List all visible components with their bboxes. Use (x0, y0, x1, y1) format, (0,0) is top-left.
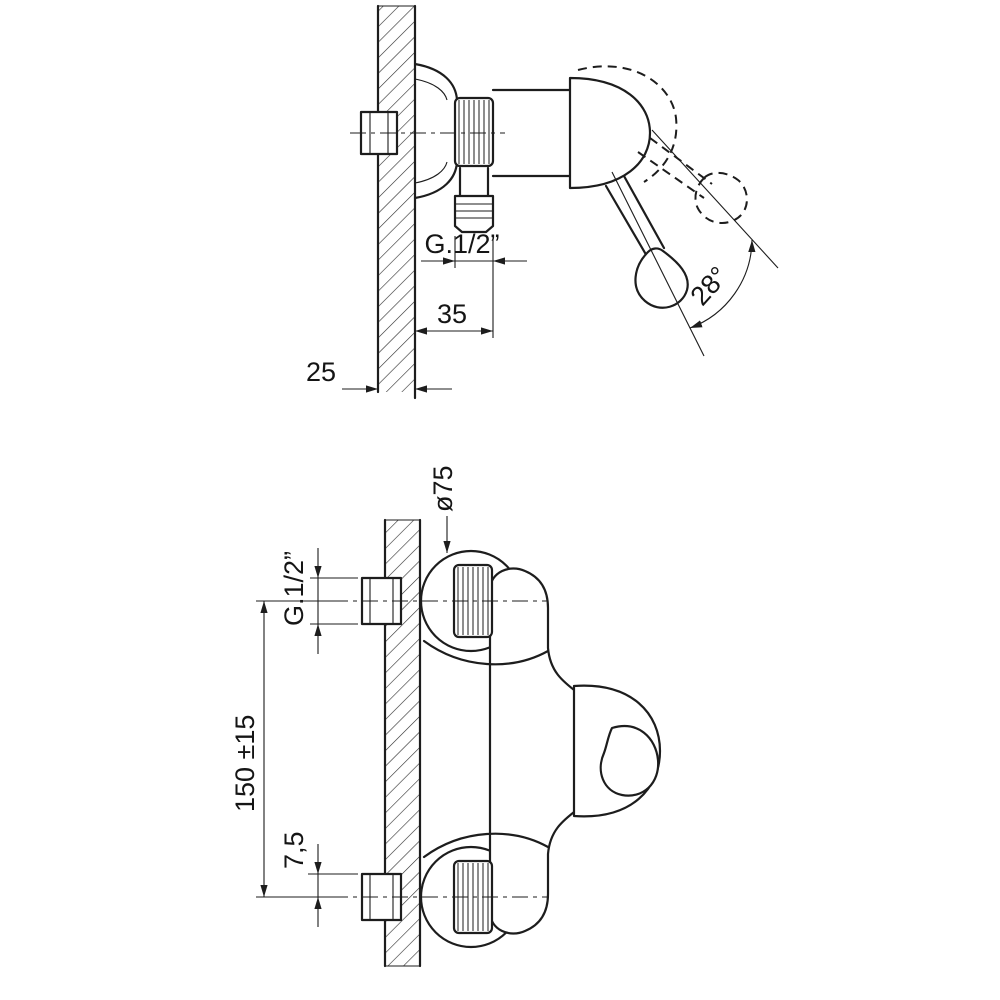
escutcheon-side (413, 62, 459, 200)
body-side (491, 88, 572, 178)
dim-label-diameter-75: ø75 (428, 465, 458, 512)
dim-label-outlet-thread: G.1/2” (424, 229, 499, 259)
bell-curve-bottom (422, 832, 550, 859)
bell-curve-top (422, 639, 550, 666)
body-front (488, 567, 580, 935)
dim-label-offset-7-5: 7,5 (279, 831, 309, 869)
lever-handle-side (604, 174, 666, 260)
wall-section-side (376, 4, 417, 400)
dim-label-centers-150: 150 ±15 (230, 715, 260, 812)
cartridge-dome-side (568, 76, 652, 190)
dimensions-side: G.1/2” 35 25 28° (306, 129, 779, 393)
handle-knob-front (599, 725, 660, 797)
side-view: G.1/2” 35 25 28° (306, 4, 779, 400)
handle-knob-side (634, 247, 689, 309)
dim-label-depth-35: 35 (437, 299, 467, 329)
dimensions-front: ø75 G.1/2” 150 ±15 7,5 (230, 465, 458, 927)
outlet-side (453, 166, 495, 234)
dim-label-wall-25: 25 (306, 357, 336, 387)
mounting-nut-side (453, 96, 495, 168)
front-view: ø75 G.1/2” 150 ±15 7,5 (230, 465, 662, 968)
dim-label-inlet-thread: G.1/2” (279, 551, 309, 626)
